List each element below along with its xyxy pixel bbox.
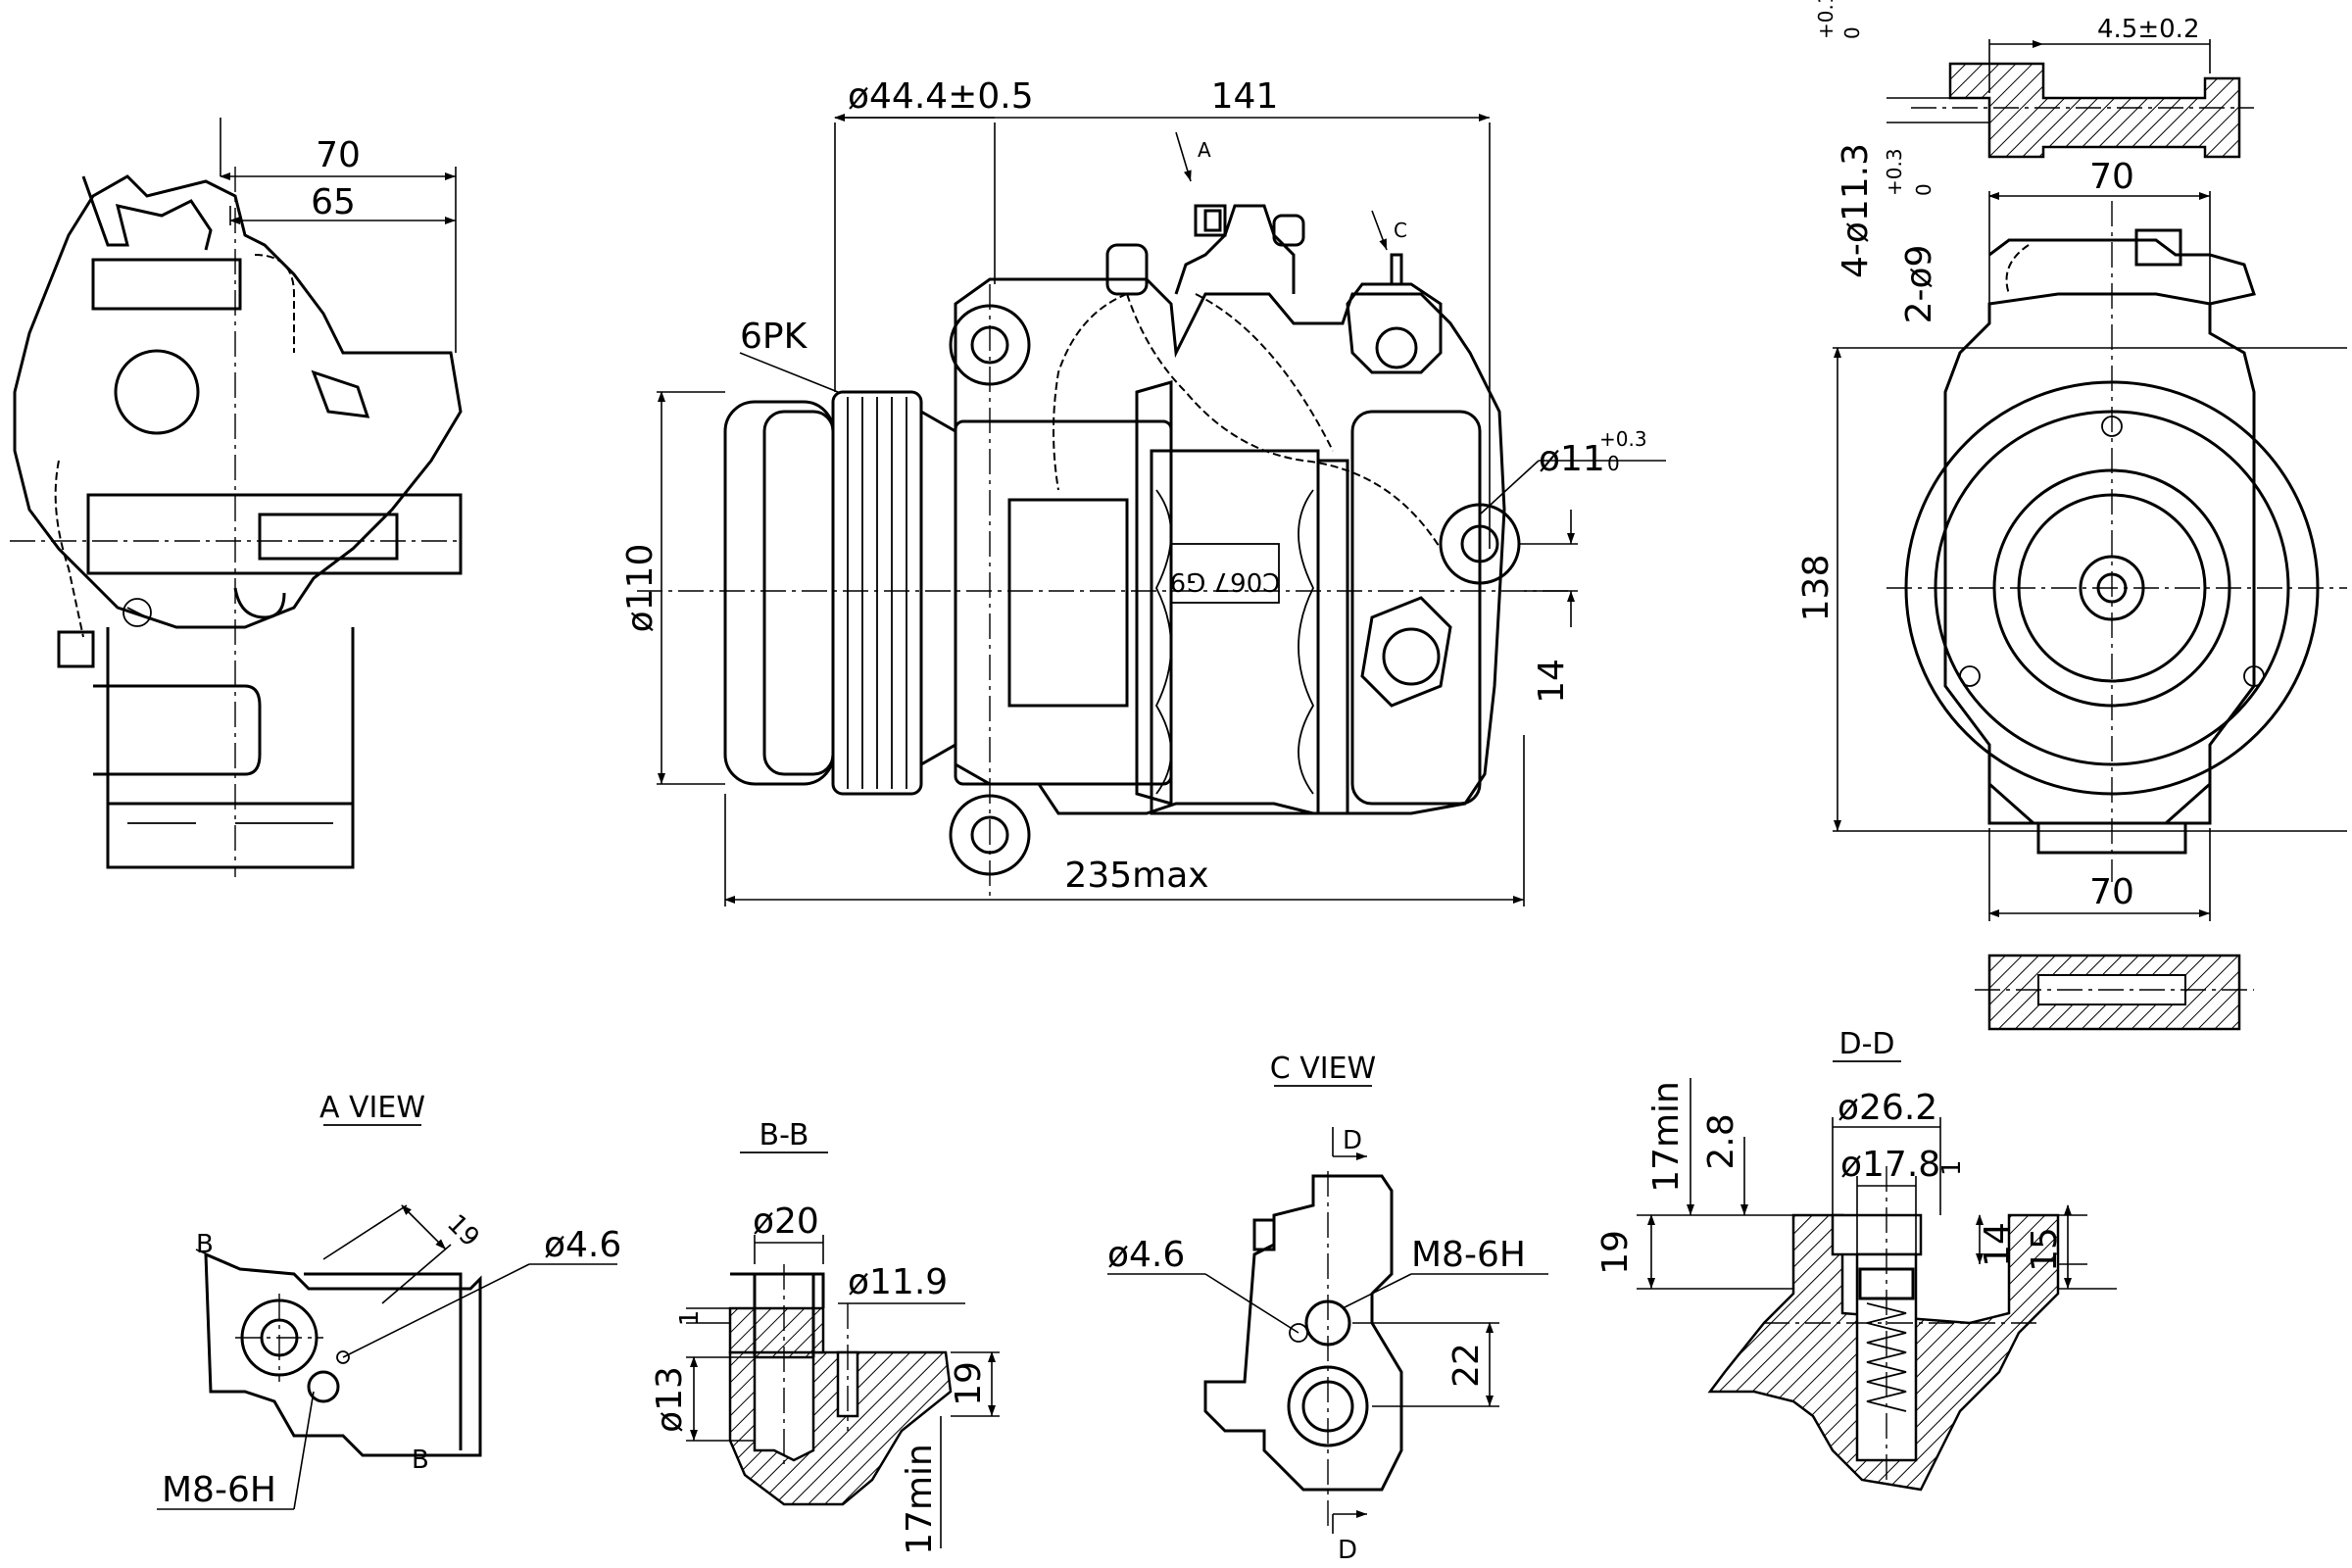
dd-dim-1: 1 — [1937, 1159, 1967, 1176]
dim-70-left: 70 — [316, 135, 361, 175]
dd-dim-2-8: 2.8 — [1701, 1113, 1741, 1169]
dim-mount-holes-tol-low: 0 — [1840, 26, 1864, 39]
dd-dim-14: 14 — [1978, 1222, 2018, 1267]
dim-slot-width: 4.5±0.2 — [2097, 15, 2199, 44]
dim-height-138: 138 — [1796, 555, 1837, 622]
dd-dim-17-8: ø17.8 — [1840, 1145, 1940, 1185]
dim-port-hole-tol-low: 0 — [1607, 452, 1620, 475]
dim-pin-holes-tol-low: 0 — [1912, 183, 1936, 196]
dd-valve-spring — [1866, 1302, 1907, 1412]
c-view-body — [1203, 1174, 1403, 1492]
a-view: A VIEW B B 19 ø4.6 M8-6H — [157, 1091, 621, 1510]
view-arrow-c: C — [1394, 219, 1407, 242]
dd-dim-26-2: ø26.2 — [1838, 1088, 1937, 1128]
c-view-hole: ø4.6 — [1107, 1235, 1185, 1275]
clutch-plate — [723, 400, 835, 786]
label-6pk: 6PK — [740, 317, 808, 357]
dd-dim-15: 15 — [2025, 1227, 2065, 1272]
bb-dim-20: ø20 — [753, 1201, 819, 1242]
a-view-thread: M8-6H — [162, 1470, 276, 1510]
a-view-b-bottom: B — [412, 1446, 429, 1475]
dim-clutch-dia: ø110 — [620, 544, 661, 633]
top-flange-section — [1948, 62, 2241, 159]
right-end-view: 4.5±0.2 4-ø11.3 +0.1 0 2-ø9 +0.3 0 70 — [1796, 0, 2347, 1031]
dim-pin-holes-tol: +0.3 — [1883, 148, 1906, 196]
electrical-connector — [1105, 243, 1149, 296]
dim-overall-length: 235max — [1064, 856, 1208, 896]
a-view-dim-19: 19 — [441, 1209, 485, 1253]
a-view-threaded-hole — [307, 1370, 340, 1403]
left-side-view: 70 65 — [10, 118, 463, 877]
dim-pin-holes: 2-ø9 — [1899, 245, 1939, 324]
bb-dim-17min: 17min — [900, 1444, 940, 1555]
bb-dim-11-9: ø11.9 — [848, 1262, 948, 1302]
dim-141: 141 — [1211, 76, 1279, 117]
dd-dim-19: 19 — [1595, 1230, 1636, 1275]
a-view-title: A VIEW — [319, 1091, 425, 1125]
c-view-dim-22: 22 — [1446, 1343, 1487, 1388]
bb-dim-13: ø13 — [650, 1366, 690, 1433]
dd-section-title: D-D — [1838, 1027, 1894, 1061]
view-arrow-a: A — [1198, 138, 1211, 162]
dim-pulley-dia: ø44.4±0.5 — [848, 76, 1034, 117]
pulley-grooves — [831, 390, 923, 796]
dim-top-70: 70 — [2089, 157, 2134, 197]
c-view: C VIEW D D ø4.6 M8-6H 22 — [1107, 1052, 1548, 1565]
dim-mount-holes-tol: +0.1 — [1814, 0, 1838, 39]
c-view-d-bottom: D — [1338, 1536, 1357, 1565]
dim-mount-holes: 4-ø11.3 — [1836, 143, 1876, 278]
a-view-b-top: B — [196, 1230, 214, 1259]
dim-bottom-70: 70 — [2089, 872, 2134, 912]
a-view-hole: ø4.6 — [544, 1225, 621, 1265]
dim-port-hole: ø11 — [1539, 439, 1605, 479]
bb-dim-1: 1 — [675, 1310, 705, 1327]
dd-dim-17min: 17min — [1646, 1081, 1687, 1193]
c-view-d-top: D — [1343, 1126, 1362, 1155]
dd-section: D-D ø26.2 ø17.8 1 17min 2.8 19 14 — [1595, 1027, 2117, 1492]
c-view-title: C VIEW — [1270, 1052, 1376, 1086]
dd-bore — [1831, 1213, 1923, 1256]
bb-section: B-B ø20 ø11.9 1 ø13 19 17min — [650, 1118, 1000, 1555]
dim-offset-14: 14 — [1532, 659, 1572, 704]
bb-dim-19: 19 — [949, 1361, 989, 1406]
body-band — [1007, 498, 1129, 708]
main-front-view: C067 G9 ø44.4±0.5 141 6PK — [620, 76, 1666, 906]
dim-65-left: 65 — [311, 182, 356, 222]
c-view-thread: M8-6H — [1411, 1235, 1526, 1275]
bb-section-title: B-B — [760, 1118, 809, 1152]
compressor-body — [919, 277, 1506, 815]
dim-port-hole-tol: +0.3 — [1599, 427, 1647, 451]
